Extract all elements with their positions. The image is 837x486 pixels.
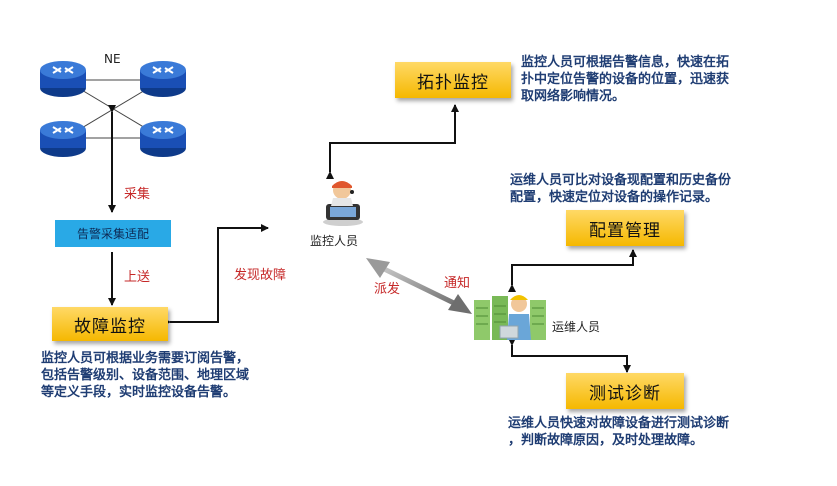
router-icon [140, 61, 186, 97]
config-arrow [508, 249, 637, 292]
dispatch-label: 派发 [374, 282, 401, 297]
config-management-description: 运维人员可比对设备现配置和历史备份 配置，快速定位对设备的操作记录。 [510, 173, 732, 205]
ops-staff-label: 运维人员 [552, 320, 601, 334]
discover-fault-arrow [163, 224, 269, 326]
topology-monitor-box: 拓扑监控 [395, 62, 511, 98]
router-icon [40, 121, 86, 157]
upload-label: 上送 [124, 270, 151, 285]
diagnosis-arrow [508, 338, 631, 373]
alarm-adapter-box: 告警采集适配 [55, 220, 171, 247]
config-management-box: 配置管理 [566, 210, 684, 246]
discover-fault-label: 发现故障 [234, 268, 287, 283]
topology-monitor-description: 监控人员可根据告警信息，快速在拓 扑中定位告警的设备的位置，迅速获 取网络影响情… [521, 55, 730, 104]
ne-label: NE [104, 52, 121, 66]
ops-staff-icon [474, 295, 546, 340]
fault-monitor-box: 故障监控 [52, 307, 168, 341]
router-icon [140, 121, 186, 157]
notify-label: 通知 [444, 276, 471, 291]
monitor-staff-label: 监控人员 [310, 234, 359, 248]
test-diagnosis-box: 测试诊断 [566, 373, 684, 409]
topology-arrow [326, 104, 459, 179]
collect-label: 采集 [124, 187, 151, 202]
test-diagnosis-description: 运维人员快速对故障设备进行测试诊断 ，判断故障原因，及时处理故障。 [508, 416, 730, 448]
monitor-staff-icon [323, 181, 363, 226]
fault-monitor-description: 监控人员可根据业务需要订阅告警， 包括告警级别、设备范围、地理区域 等定义手段，… [41, 351, 250, 400]
router-icon [40, 61, 86, 97]
dispatch-notify-arrow [366, 258, 472, 314]
